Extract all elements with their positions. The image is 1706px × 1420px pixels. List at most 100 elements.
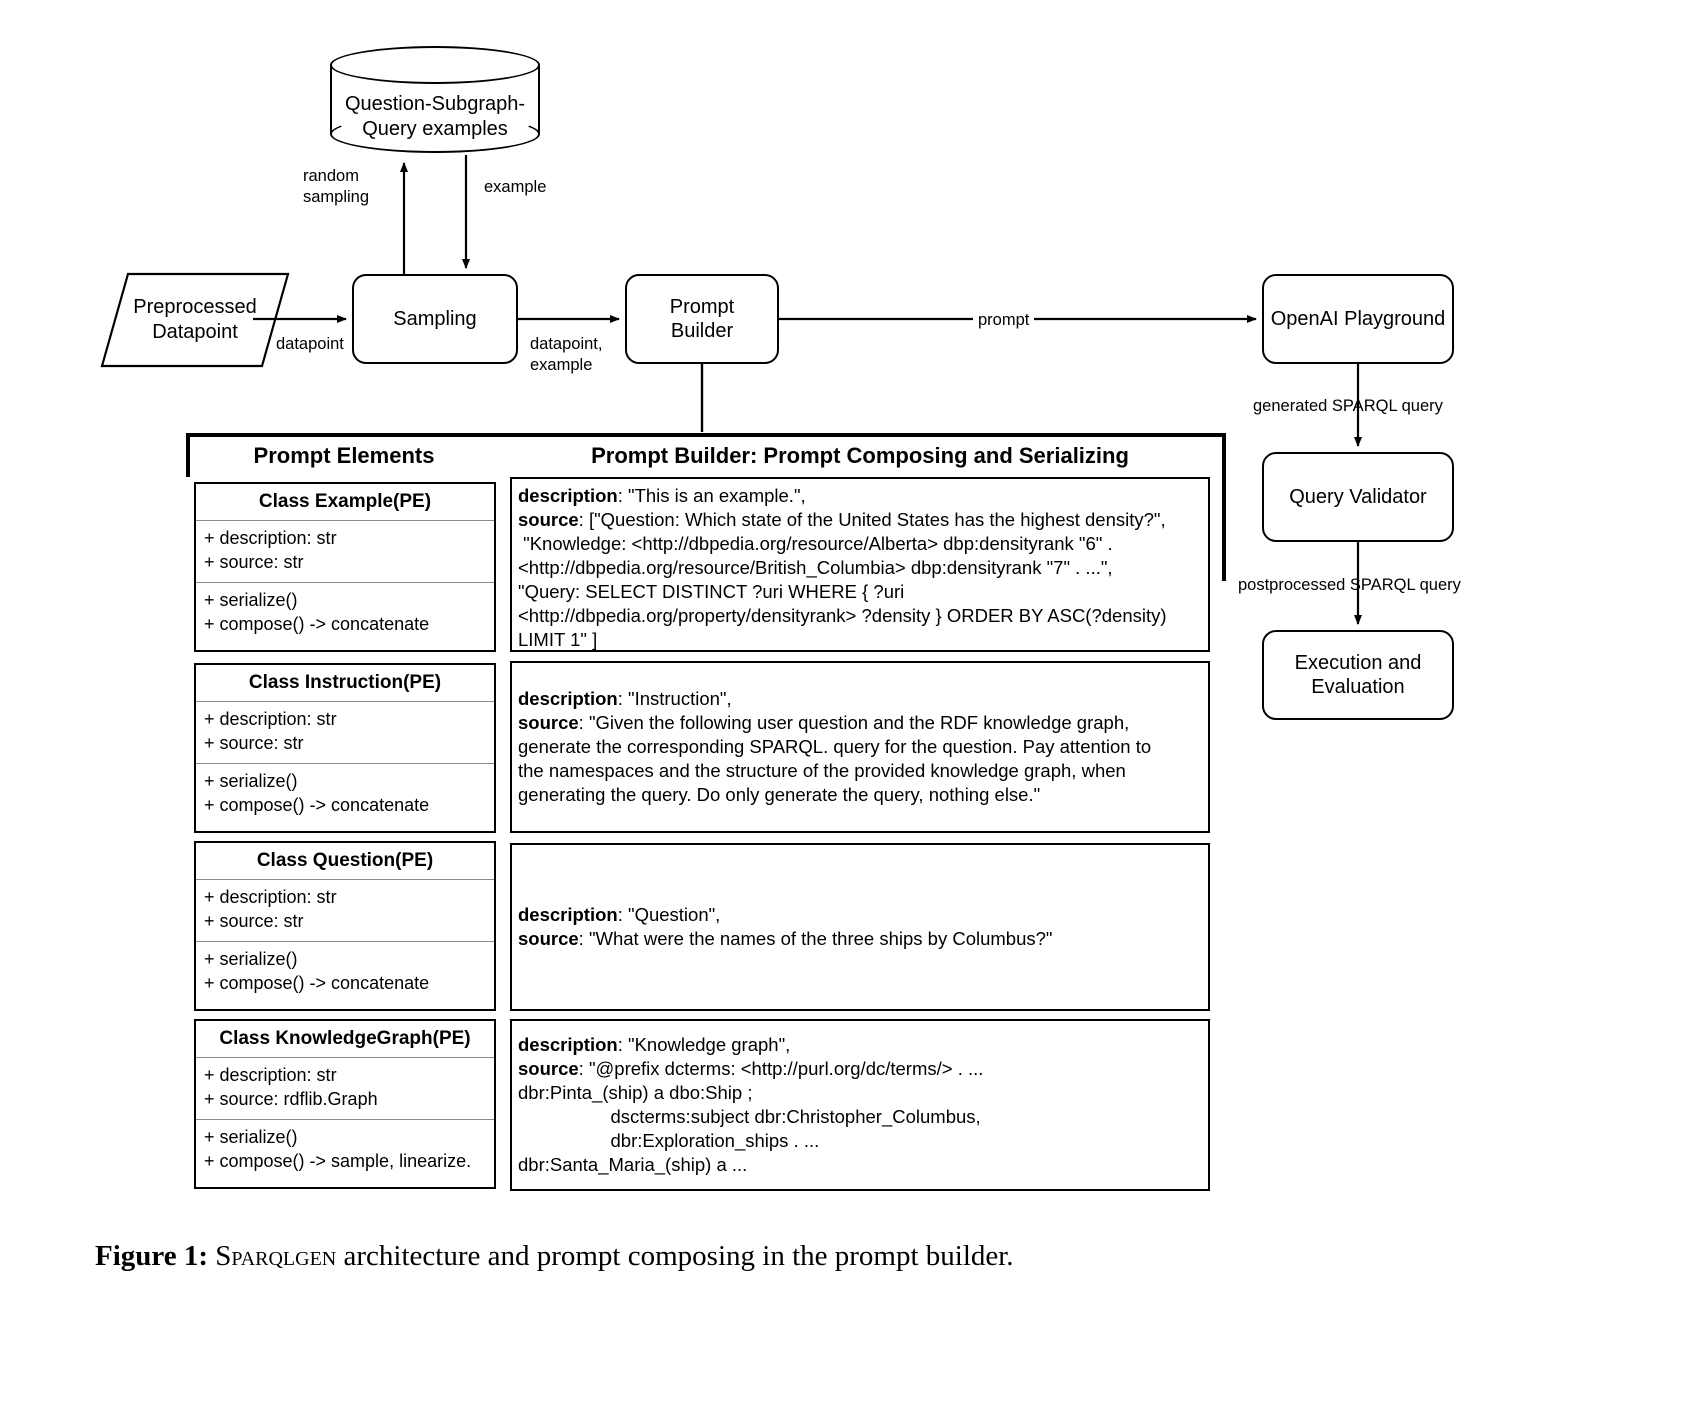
uml-attr: + description: str: [204, 886, 337, 907]
uml-method: + serialize(): [204, 948, 298, 969]
edge-label-datapoint: datapoint: [276, 335, 344, 353]
uml-attributes: + description: str + source: str: [196, 521, 494, 583]
serialization-line: dbr:Exploration_ships . ...: [518, 1129, 1202, 1153]
panel-heading-prompt-composing: Prompt Builder: Prompt Composing and Ser…: [591, 443, 1129, 468]
uml-method: + compose() -> concatenate: [204, 794, 430, 815]
serialization-key: description: [518, 903, 618, 925]
edge-label-example: example: [484, 178, 547, 196]
serialization-key: source: [518, 509, 579, 531]
serialization-line: generate the corresponding SPARQL. query…: [518, 735, 1202, 759]
edge-label-random-sampling: random sampling: [303, 167, 370, 207]
uml-attributes: + description: str + source: str: [196, 702, 494, 764]
node-sampling: Sampling: [352, 274, 518, 364]
serialization-line: generating the query. Do only generate t…: [518, 783, 1202, 807]
uml-method: + compose() -> concatenate: [204, 972, 430, 993]
sampling-label: Sampling: [393, 307, 477, 330]
datastore-label: Question-Subgraph- Query examples: [344, 93, 526, 140]
openai-playground-label: OpenAI Playground: [1270, 307, 1446, 330]
panel-heading-prompt-elements: Prompt Elements: [253, 443, 435, 468]
serialization-knowledgegraph: description: "Knowledge graph", source: …: [510, 1019, 1210, 1191]
serialization-line: source: "What were the names of the thre…: [518, 927, 1202, 951]
serialization-line: LIMIT 1" ]: [518, 628, 1202, 651]
serialization-example: description: "This is an example.", sour…: [510, 477, 1210, 652]
query-validator-label: Query Validator: [1289, 485, 1427, 508]
uml-attr: + description: str: [204, 527, 337, 548]
serialization-value: generate the corresponding SPARQL. query…: [518, 735, 1152, 757]
uml-method: + compose() -> sample, linearize.: [204, 1150, 472, 1171]
cylinder-bottom: [330, 115, 540, 153]
uml-title: Class Example(PE): [196, 484, 494, 521]
edge-label-datapoint-example: datapoint, example: [530, 335, 603, 375]
uml-attr: + source: str: [204, 910, 304, 931]
serialization-key: description: [518, 1033, 618, 1055]
serialization-value: : "Given the following user question and…: [578, 711, 1130, 733]
serialization-line: dbr:Pinta_(ship) a dbo:Ship ;: [518, 1081, 1202, 1105]
serialization-key: source: [518, 928, 579, 949]
serialization-line: source: ["Question: Which state of the U…: [518, 508, 1202, 532]
serialization-value: <http://dbpedia.org/property/densityrank…: [518, 605, 1167, 627]
uml-methods: + serialize() + compose() -> concatenate: [196, 583, 494, 644]
uml-class-example: Class Example(PE) + description: str + s…: [194, 482, 496, 652]
uml-method: + serialize(): [204, 1126, 298, 1147]
prompt-builder-panel: Prompt Elements Prompt Builder: Prompt C…: [180, 431, 1226, 1197]
parallelogram-shape: [100, 272, 290, 368]
serialization-key: description: [518, 687, 618, 709]
serialization-value: the namespaces and the structure of the …: [518, 760, 1126, 782]
node-openai-playground: OpenAI Playground: [1262, 274, 1454, 364]
serialization-line: the namespaces and the structure of the …: [518, 759, 1202, 783]
serialization-instruction: description: "Instruction", source: "Giv…: [510, 661, 1210, 833]
serialization-line: <http://dbpedia.org/property/densityrank…: [518, 604, 1202, 628]
edge-label-generated-sparql-query: generated SPARQL query: [1253, 397, 1443, 415]
serialization-value: "Query: SELECT DISTINCT ?uri WHERE { ?ur…: [518, 581, 905, 603]
serialization-line: description: "Question",: [518, 903, 1202, 927]
serialization-value: <http://dbpedia.org/resource/British_Col…: [518, 557, 1113, 579]
uml-attr: + description: str: [204, 708, 337, 729]
serialization-line: "Knowledge: <http://dbpedia.org/resource…: [518, 532, 1202, 556]
uml-attr: + source: str: [204, 732, 304, 753]
edge-label-prompt: prompt: [973, 310, 1035, 332]
uml-method: + serialize(): [204, 770, 298, 791]
uml-attributes: + description: str + source: str: [196, 880, 494, 942]
serialization-value: dbr:Exploration_ships . ...: [518, 1130, 820, 1152]
serialization-key: source: [518, 1057, 579, 1079]
uml-title: Class Question(PE): [196, 843, 494, 880]
serialization-question: description: "Question", source: "What w…: [510, 843, 1210, 1011]
serialization-line: description: "This is an example.",: [518, 484, 1202, 508]
uml-methods: + serialize() + compose() -> sample, lin…: [196, 1120, 494, 1181]
uml-method: + serialize(): [204, 589, 298, 610]
serialization-value: dscterms:subject dbr:Christopher_Columbu…: [518, 1106, 981, 1127]
uml-title: Class Instruction(PE): [196, 665, 494, 702]
serialization-value: : ["Question: Which state of the United …: [578, 509, 1166, 531]
serialization-line: dscterms:subject dbr:Christopher_Columbu…: [518, 1105, 1202, 1129]
uml-class-knowledgegraph: Class KnowledgeGraph(PE) + description: …: [194, 1019, 496, 1189]
serialization-value: "Knowledge: <http://dbpedia.org/resource…: [518, 533, 1113, 555]
serialization-value: LIMIT 1" ]: [518, 629, 598, 651]
uml-title: Class KnowledgeGraph(PE): [196, 1021, 494, 1058]
serialization-line: description: "Instruction",: [518, 687, 1202, 711]
node-question-subgraph-query-examples: Question-Subgraph- Query examples: [330, 46, 540, 153]
serialization-line: source: "@prefix dcterms: <http://purl.o…: [518, 1057, 1202, 1081]
uml-methods: + serialize() + compose() -> concatenate: [196, 942, 494, 1003]
node-execution-and-evaluation: Execution and Evaluation: [1262, 630, 1454, 720]
serialization-line: source: "Given the following user questi…: [518, 711, 1202, 735]
node-query-validator: Query Validator: [1262, 452, 1454, 542]
serialization-value: generating the query. Do only generate t…: [518, 784, 1041, 806]
serialization-key: source: [518, 711, 579, 733]
node-prompt-builder: Prompt Builder: [625, 274, 779, 364]
serialization-value: : "@prefix dcterms: <http://purl.org/dc/…: [578, 1057, 984, 1079]
node-preprocessed-datapoint: Preprocessed Datapoint: [100, 272, 290, 368]
figure-caption: Figure 1: Sparqlgen architecture and pro…: [95, 1238, 1595, 1276]
uml-class-question: Class Question(PE) + description: str + …: [194, 841, 496, 1011]
serialization-value: dbr:Santa_Maria_(ship) a ...: [518, 1154, 748, 1176]
serialization-value: : "What were the names of the three ship…: [578, 928, 1053, 949]
serialization-value: : "Question",: [617, 903, 721, 925]
serialization-line: <http://dbpedia.org/resource/British_Col…: [518, 556, 1202, 580]
serialization-value: dbr:Pinta_(ship) a dbo:Ship ;: [518, 1081, 753, 1103]
prompt-builder-label: Prompt Builder: [669, 295, 735, 342]
serialization-value: : "Knowledge graph",: [617, 1033, 791, 1055]
uml-methods: + serialize() + compose() -> concatenate: [196, 764, 494, 825]
cylinder-top: [330, 46, 540, 84]
